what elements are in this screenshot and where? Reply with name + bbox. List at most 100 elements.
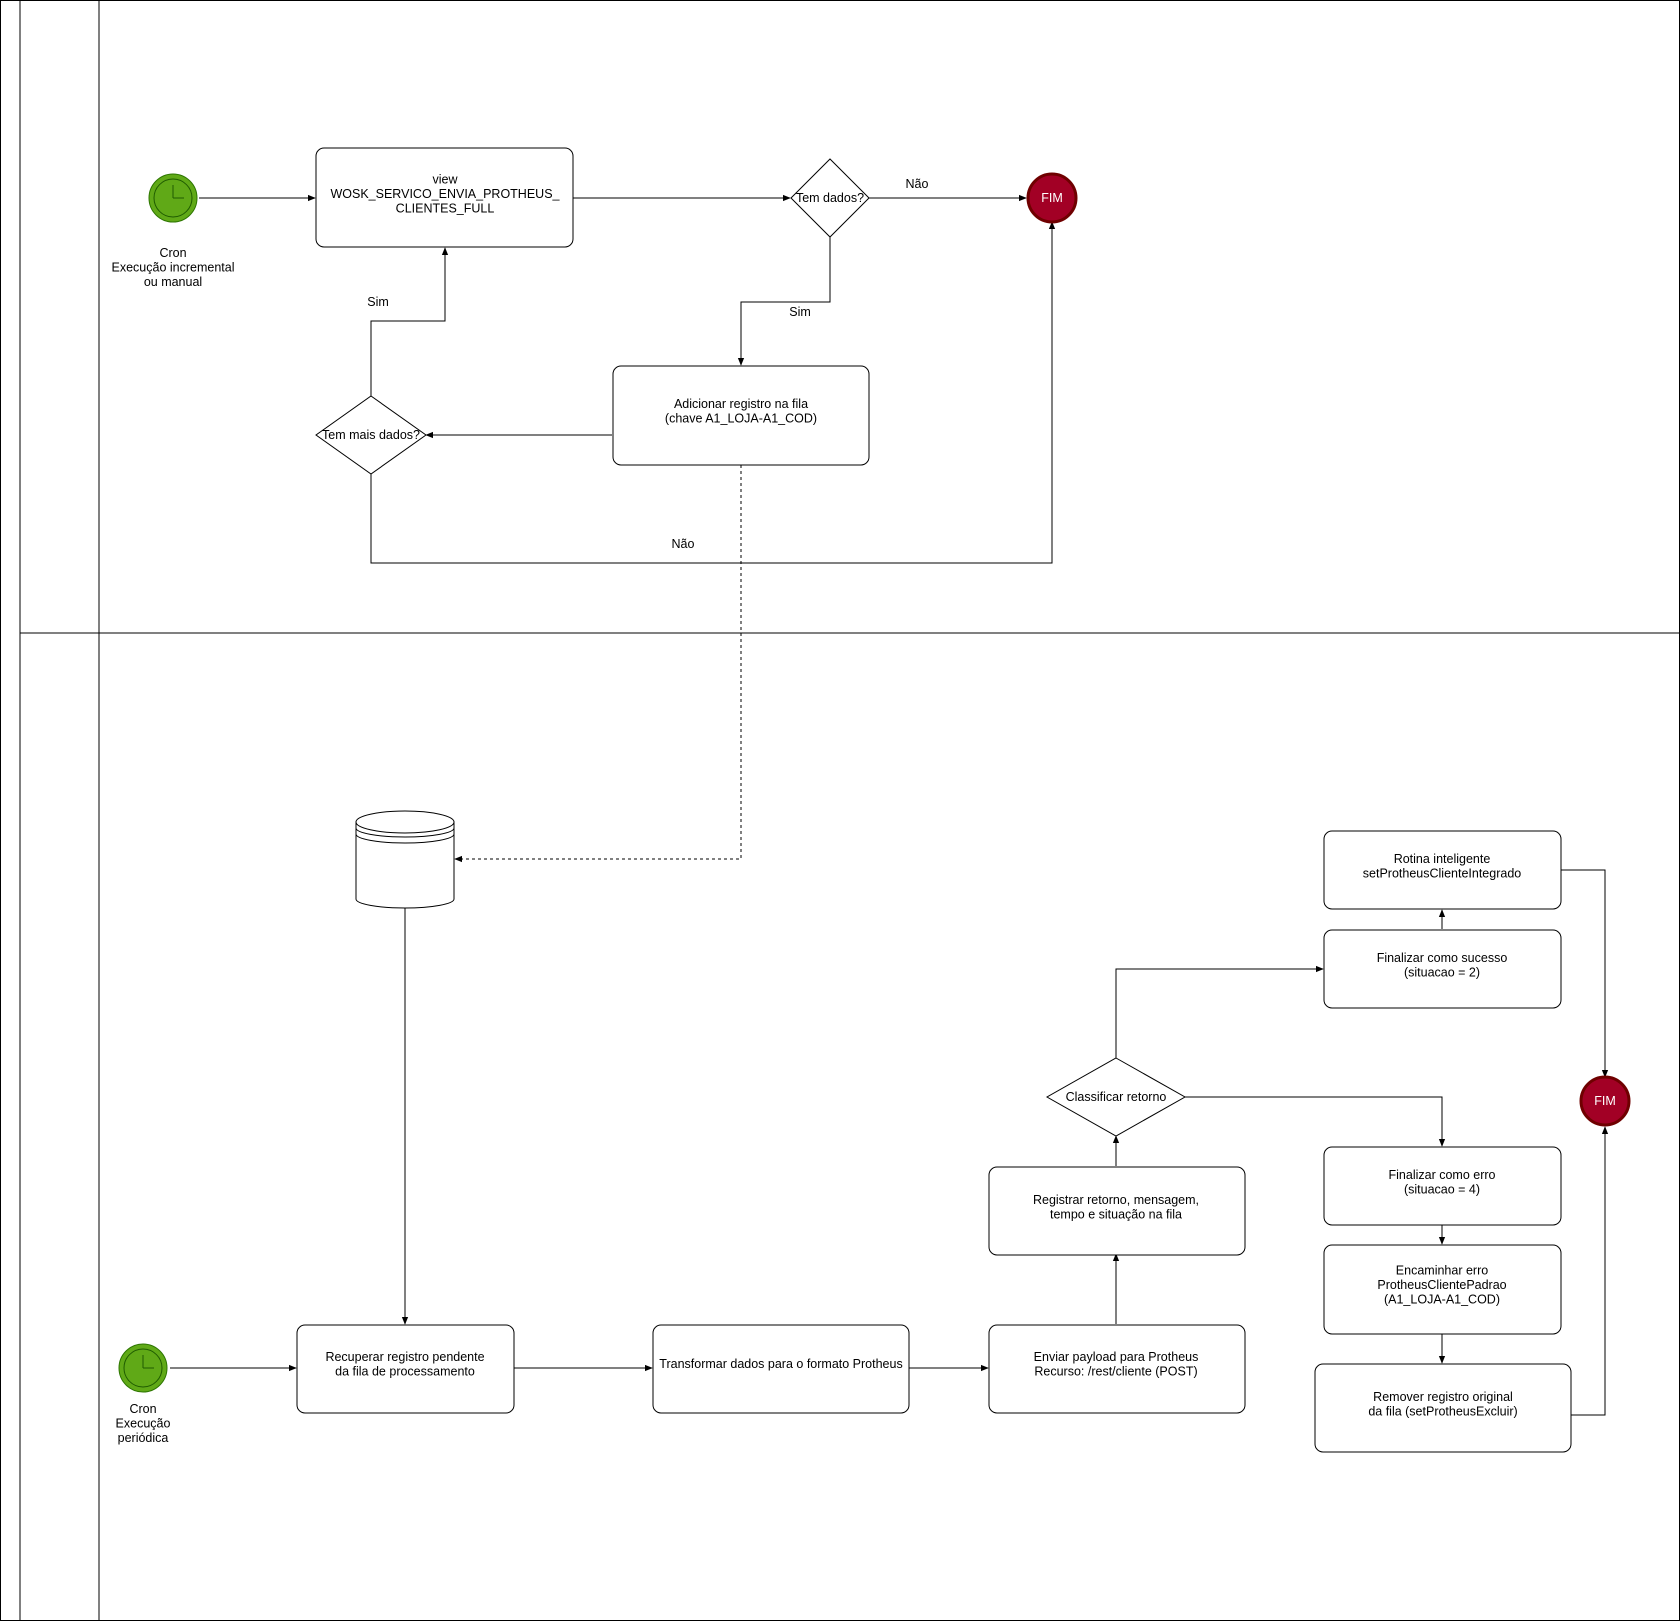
- task-transform-label: Transformar dados para o formato Protheu…: [659, 1357, 902, 1371]
- label-line: da fila de processamento: [335, 1364, 475, 1378]
- clock-icon: [123, 1348, 163, 1388]
- edge-add-to-queue-store: [454, 465, 742, 863]
- task-box: [1323, 1244, 1562, 1335]
- label-line: Remover registro original: [1373, 1390, 1513, 1404]
- task-box: [988, 1324, 1246, 1414]
- task-add-queue-label: Adicionar registro na fila(chave A1_LOJA…: [665, 397, 817, 426]
- database-ring: [355, 833, 455, 844]
- task-register-label: Registrar retorno, mensagem,tempo e situ…: [1033, 1193, 1199, 1222]
- label-line: Cron: [129, 1402, 156, 1416]
- database-top: [355, 810, 455, 834]
- task-box: [1323, 830, 1562, 910]
- edge-label-no-top: Não: [906, 177, 929, 191]
- edge-smart-to-end: [1561, 869, 1609, 1078]
- edges: [170, 194, 1609, 1416]
- label-line: (situacao = 2): [1404, 965, 1480, 979]
- edge-label-yes-down: Sim: [789, 305, 811, 319]
- label-line: view: [432, 173, 458, 187]
- task-box: [612, 365, 870, 466]
- label-line: Transformar dados para o formato Protheu…: [659, 1357, 902, 1371]
- task-add-queue[interactable]: Adicionar registro na fila(chave A1_LOJA…: [612, 365, 870, 466]
- task-box: [1314, 1363, 1572, 1453]
- task-transform[interactable]: Transformar dados para o formato Protheu…: [652, 1324, 910, 1414]
- task-box: [988, 1166, 1246, 1256]
- label-line: Execução: [116, 1417, 171, 1431]
- edge-gateway-yes-to-add: [737, 237, 831, 366]
- end-event-bottom[interactable]: FIM: [1579, 1075, 1631, 1127]
- label-line: Encaminhar erro: [1396, 1264, 1488, 1278]
- label-line: periódica: [118, 1431, 169, 1445]
- task-error[interactable]: Finalizar como erro(situacao = 4): [1323, 1146, 1562, 1226]
- gateway-has-more-label: Tem mais dados?: [322, 428, 420, 442]
- gateway-has-data-label: Tem dados?: [796, 191, 864, 205]
- label-line: Execução incremental: [112, 261, 235, 275]
- end-event-top[interactable]: FIM: [1026, 172, 1078, 224]
- end-event-top-label: FIM: [1041, 191, 1063, 205]
- label-line: (A1_LOJA-A1_COD): [1384, 1293, 1500, 1307]
- label-line: ProtheusClientePadrao: [1377, 1278, 1506, 1292]
- gateway-diamond: [315, 395, 427, 475]
- task-box: [652, 1324, 910, 1414]
- gateway-has-data[interactable]: Tem dados?: [790, 158, 870, 238]
- task-box: [1323, 929, 1562, 1009]
- database-icon: [355, 822, 455, 909]
- label-line: Rotina inteligente: [1394, 852, 1491, 866]
- task-success[interactable]: Finalizar como sucesso(situacao = 2): [1323, 929, 1562, 1009]
- label-line: ou manual: [144, 275, 202, 289]
- gateway-has-more[interactable]: Tem mais dados?: [315, 395, 427, 475]
- label-line: tempo e situação na fila: [1050, 1207, 1182, 1221]
- task-box: [315, 147, 574, 248]
- label-line: Enviar payload para Protheus: [1034, 1350, 1199, 1364]
- clock-icon: [153, 178, 193, 218]
- label-line: WOSK_SERVICO_ENVIA_PROTHEUS_: [330, 187, 560, 201]
- edge-labels: Não Sim Sim Não: [367, 177, 928, 551]
- queue-data-store[interactable]: [355, 810, 455, 909]
- gateway-classify[interactable]: Classificar retorno: [1045, 1057, 1187, 1137]
- label-line: CLIENTES_FULL: [396, 202, 495, 216]
- edge-remove-to-end: [1571, 1126, 1609, 1416]
- edge-label-yes-up: Sim: [367, 295, 389, 309]
- edge-more-no-to-end: [370, 221, 1056, 564]
- label-line: (chave A1_LOJA-A1_COD): [665, 411, 817, 425]
- database-ring: [355, 827, 455, 838]
- label-line: Recuperar registro pendente: [325, 1350, 484, 1364]
- end-event-bottom-label: FIM: [1594, 1094, 1616, 1108]
- end-circle: [1026, 172, 1078, 224]
- task-box: [296, 1324, 515, 1414]
- gateway-diamond: [1045, 1057, 1187, 1137]
- label-line: da fila (setProtheusExcluir): [1368, 1404, 1517, 1418]
- task-error-label: Finalizar como erro(situacao = 4): [1389, 1168, 1496, 1197]
- edge-classify-to-error: [1185, 1096, 1446, 1147]
- task-box: [1323, 1146, 1562, 1226]
- label-line: (situacao = 4): [1404, 1182, 1480, 1196]
- gateway-diamond: [790, 158, 870, 238]
- edge-classify-to-success: [1115, 965, 1324, 1058]
- end-circle: [1579, 1075, 1631, 1127]
- label-line: Finalizar como sucesso: [1377, 951, 1508, 965]
- label-line: Adicionar registro na fila: [674, 397, 808, 411]
- task-success-label: Finalizar como sucesso(situacao = 2): [1377, 951, 1508, 980]
- edge-more-yes-to-view: [370, 247, 449, 396]
- label-line: Finalizar como erro: [1389, 1168, 1496, 1182]
- label-line: Recurso: /rest/cliente (POST): [1034, 1364, 1197, 1378]
- label-line: Registrar retorno, mensagem,: [1033, 1193, 1199, 1207]
- task-register[interactable]: Registrar retorno, mensagem,tempo e situ…: [988, 1166, 1246, 1256]
- label-line: Cron: [159, 246, 186, 260]
